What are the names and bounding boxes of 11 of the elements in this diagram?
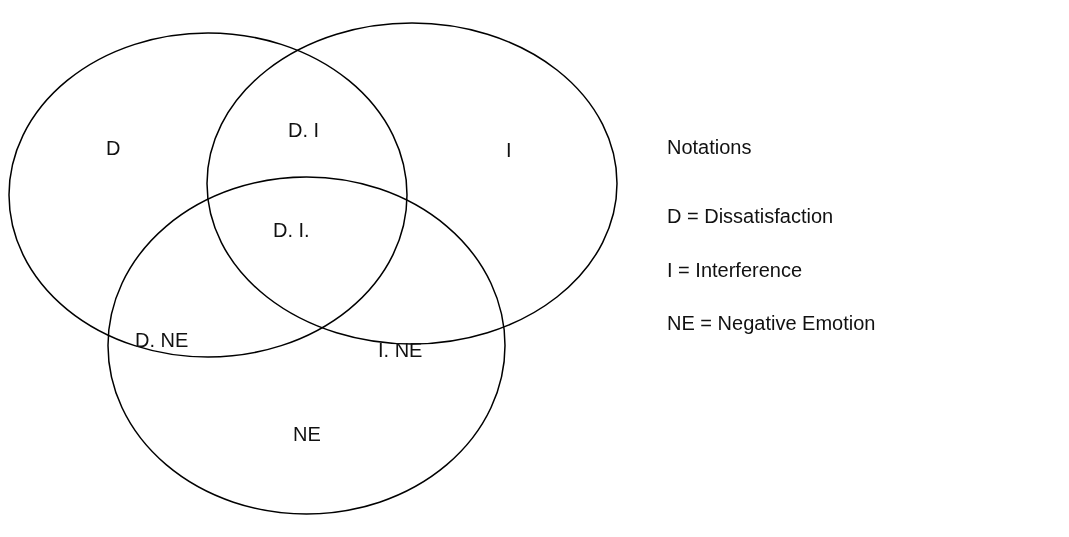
legend-entry: D = Dissatisfaction [667,206,834,226]
legend-heading: Notations [667,137,752,157]
region-label: I. NE [378,340,423,360]
set-label: D [106,138,121,158]
legend-entry: I = Interference [667,260,803,280]
legend-entry: NE = Negative Emotion [667,313,876,333]
region-label: D. I. [273,220,310,240]
set-label: NE [293,424,321,444]
region-label: D. I [288,120,320,140]
region-label: D. NE [135,330,189,350]
set-label: I [506,140,512,160]
